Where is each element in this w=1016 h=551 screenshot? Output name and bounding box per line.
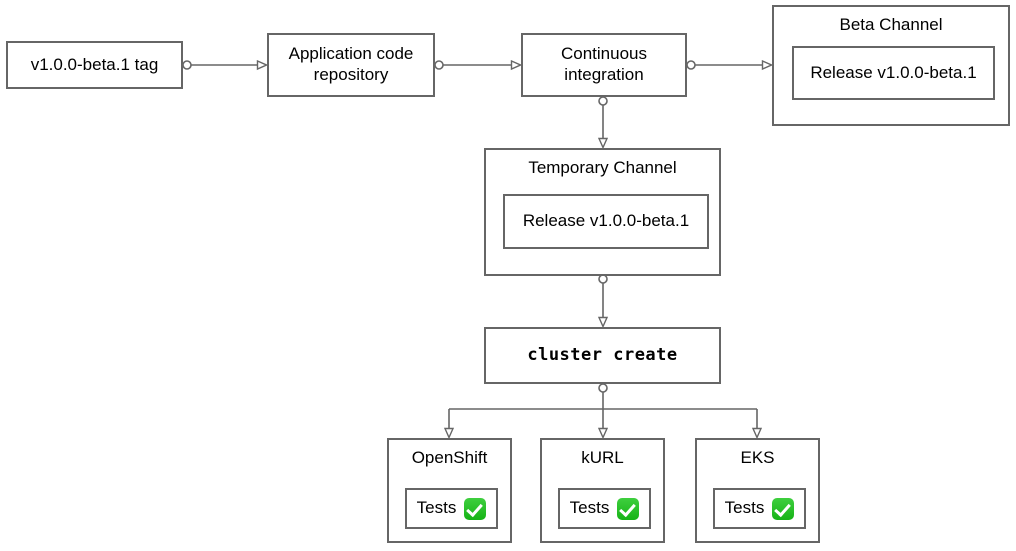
node-beta-channel-release[interactable]: Release v1.0.0-beta.1 [792, 46, 995, 100]
node-application-code-repository-label: Application code repository [288, 44, 414, 84]
node-temporary-channel-title: Temporary Channel [528, 158, 677, 177]
node-beta-channel[interactable]: Beta Channel Release v1.0.0-beta.1 [772, 5, 1010, 126]
openshift-tests-label: Tests [416, 498, 457, 518]
node-version-tag[interactable]: v1.0.0-beta.1 tag [6, 41, 183, 89]
node-version-tag-label: v1.0.0-beta.1 tag [30, 54, 159, 74]
edge-tag-to-repo [182, 61, 266, 69]
check-mark-button-icon [772, 497, 795, 520]
check-mark-button-icon [464, 497, 487, 520]
node-cluster-create-label: cluster create [527, 345, 678, 366]
node-kurl-title: kURL [581, 448, 624, 467]
edge-ci-to-temporary-channel [599, 96, 607, 147]
openshift-tests-row: Tests [416, 497, 487, 520]
check-mark-button-icon [617, 497, 640, 520]
node-kurl[interactable]: kURL Tests [540, 438, 665, 543]
node-temporary-channel[interactable]: Temporary Channel Release v1.0.0-beta.1 [484, 148, 721, 276]
node-continuous-integration-label: Continuous integration [560, 44, 647, 84]
node-beta-channel-title: Beta Channel [839, 15, 943, 34]
kurl-tests-label: Tests [569, 498, 610, 518]
node-temporary-channel-release-label: Release v1.0.0-beta.1 [522, 211, 690, 231]
node-openshift[interactable]: OpenShift Tests [387, 438, 512, 543]
eks-tests-label: Tests [724, 498, 765, 518]
node-openshift-tests[interactable]: Tests [405, 488, 498, 529]
node-cluster-create[interactable]: cluster create [484, 327, 721, 384]
node-kurl-tests[interactable]: Tests [558, 488, 651, 529]
node-continuous-integration[interactable]: Continuous integration [521, 33, 687, 97]
node-openshift-title: OpenShift [411, 448, 488, 467]
kurl-tests-row: Tests [569, 497, 640, 520]
edge-ci-to-beta-channel [686, 61, 771, 69]
node-temporary-channel-release[interactable]: Release v1.0.0-beta.1 [503, 194, 709, 249]
node-application-code-repository[interactable]: Application code repository [267, 33, 435, 97]
edge-temporary-channel-to-cluster-create [599, 274, 607, 326]
eks-tests-row: Tests [724, 497, 795, 520]
node-eks[interactable]: EKS Tests [695, 438, 820, 543]
node-eks-tests[interactable]: Tests [713, 488, 806, 529]
edge-cluster-create-branch [449, 383, 757, 437]
edge-repo-to-ci [434, 61, 520, 69]
node-beta-channel-release-label: Release v1.0.0-beta.1 [810, 62, 977, 82]
node-eks-title: EKS [740, 448, 775, 467]
